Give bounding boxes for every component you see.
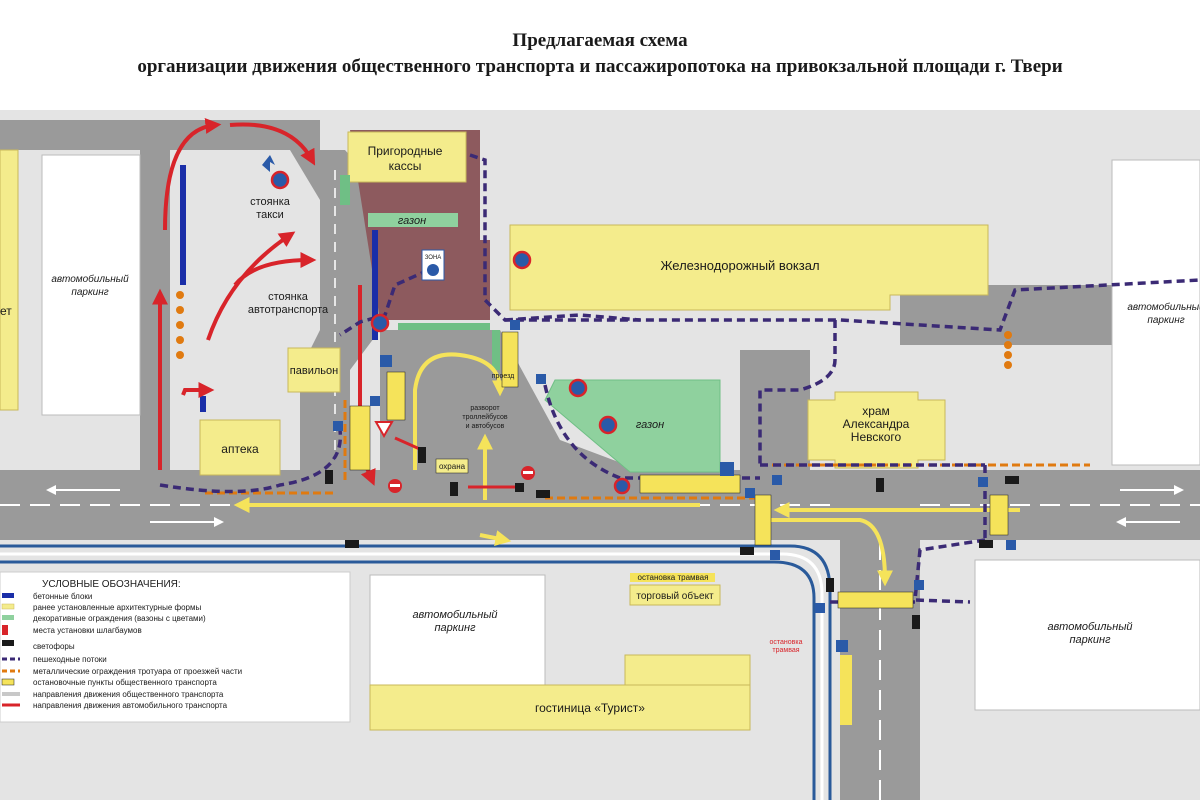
building-suburban-ticket <box>347 131 467 183</box>
building-left-edge <box>0 149 19 411</box>
label-church-2: Александра <box>843 417 910 431</box>
label-church-1: храм <box>862 404 890 418</box>
legend-swatch-traffic-light <box>2 640 14 646</box>
bus-turnaround-area <box>380 330 640 470</box>
decorative-fence <box>398 323 490 330</box>
label-turnaround-1: разворот <box>470 405 500 412</box>
decorative-fence <box>492 330 500 370</box>
legend-item-4: места установки шлагбаумов <box>33 626 142 635</box>
legend-item-5: светофоры <box>33 642 75 651</box>
legend-item-8: остановочные пункты общественного трансп… <box>33 678 217 687</box>
decorative-fence <box>340 175 350 205</box>
top-road <box>0 120 320 150</box>
legend-swatch-decorative <box>2 615 14 620</box>
label-tram-stop-2a: остановка <box>769 639 802 646</box>
parking-left <box>41 154 141 416</box>
bus-stop-sign-icon <box>380 355 392 367</box>
tram-stop-platform <box>840 655 852 725</box>
zone-label: ЗОНА <box>425 255 442 261</box>
concrete-blocks <box>180 165 378 412</box>
label-taxi-stand-2: такси <box>256 209 284 221</box>
parking-right-bottom <box>974 559 1200 711</box>
bus-stop-sign-icon <box>836 640 848 652</box>
label-parking-bottom-2: паркинг <box>434 622 476 634</box>
label-parking-bottom-1: автомобильный <box>412 609 497 621</box>
building-pavilion <box>287 347 341 393</box>
pedestrian-crossing-icons <box>333 320 1016 613</box>
building-hotel <box>369 684 751 731</box>
label-suburban-ticket-2: кассы <box>389 159 422 173</box>
label-guard: охрана <box>439 462 466 471</box>
legend-swatch-arch <box>1 603 15 610</box>
label-car-stand-2: автотранспорта <box>248 304 329 316</box>
legend-title: УСЛОВНЫЕ ОБОЗНАЧЕНИЯ: <box>42 579 181 590</box>
map-title-block: Предлагаемая схема организации движения … <box>0 28 1200 80</box>
label-railway-station: Железнодорожный вокзал <box>660 258 819 273</box>
label-lawn-center: газон <box>636 419 664 431</box>
bus-stop-sign-icon <box>720 462 734 476</box>
building-retail <box>629 584 721 606</box>
traffic-scheme-map: ЗОНА Пригородные к <box>0 110 1200 800</box>
give-way-sign-icon <box>374 421 394 439</box>
label-pavilion: павильон <box>290 365 338 377</box>
legend-item-10: направления движения автомобильного тран… <box>33 701 228 710</box>
label-car-stand-1: стоянка <box>268 291 309 303</box>
label-parking-left-2: паркинг <box>71 287 108 298</box>
label-parking-left-1: автомобильный <box>51 273 129 285</box>
guard-booth <box>435 458 469 474</box>
legend-item-3: декоративные ограждения (вазоны с цветам… <box>33 614 206 623</box>
lawn-area <box>544 379 721 473</box>
label-parking-right-top-2: паркинг <box>1147 315 1184 326</box>
legend-panel <box>0 571 351 723</box>
legend-item-2: ранее установленные архитектурные формы <box>33 603 202 612</box>
label-taxi-stand-1: стоянка <box>250 196 291 208</box>
no-entry-signs <box>388 466 535 493</box>
no-stopping-signs <box>270 170 631 495</box>
crosswalks <box>349 331 1009 609</box>
building-church <box>807 391 946 469</box>
pedestrian-flows <box>159 153 1200 604</box>
legend-swatch-barrier <box>2 625 8 635</box>
map-title: Предлагаемая схема <box>512 30 688 51</box>
label-pharmacy: аптека <box>221 442 259 456</box>
label-retail: торговый объект <box>636 590 714 602</box>
lane-arrows <box>46 485 1184 527</box>
map-subtitle: организации движения общественного транс… <box>137 56 1063 77</box>
legend-item-6: пешеходные потоки <box>33 655 107 664</box>
barrier-icons <box>394 436 524 492</box>
legend-item-7: металлические ограждения тротуара от про… <box>33 667 242 676</box>
label-parking-right-bottom-2: паркинг <box>1069 634 1111 646</box>
public-transport-arrows <box>233 352 1020 587</box>
buildings <box>0 131 989 731</box>
building-railway-station <box>509 224 989 311</box>
lawn-strip <box>368 213 458 227</box>
label-passage: проезд <box>492 373 514 380</box>
label-edge: ет <box>0 304 12 318</box>
side-road <box>740 350 810 480</box>
label-hotel: гостиница «Турист» <box>535 701 645 715</box>
traffic-light-icons <box>325 470 1019 629</box>
parking-right-top <box>1111 159 1200 466</box>
label-turnaround-2: троллейбусов <box>462 413 508 421</box>
label-turnaround-3: и автобусов <box>466 422 505 430</box>
planter-dots <box>176 291 1012 369</box>
pedestrian-icon <box>427 264 439 276</box>
legend-swatch-stop <box>1 678 15 686</box>
building-pharmacy <box>199 419 281 476</box>
legend-item-1: бетонные блоки <box>33 592 92 601</box>
label-church-3: Невского <box>851 430 902 444</box>
map-labels: Пригородные кассы газон Железнодорожный … <box>0 144 1200 715</box>
tram-stop-platform <box>630 573 715 582</box>
parking-arrow-icon <box>262 155 275 172</box>
label-tram-stop-1: остановка трамвая <box>638 573 709 582</box>
label-parking-right-top-1: автомобильный <box>1127 301 1200 313</box>
legend-swatch-concrete <box>2 593 14 598</box>
label-suburban-ticket-1: Пригородные <box>368 144 443 158</box>
legend-item-9: направления движения общественного транс… <box>33 690 224 699</box>
parking-bottom-center <box>369 574 546 686</box>
label-parking-right-bottom-1: автомобильный <box>1047 621 1132 633</box>
label-lawn-top: газон <box>398 215 426 227</box>
label-tram-stop-2b: трамвая <box>772 647 799 654</box>
legend: УСЛОВНЫЕ ОБОЗНАЧЕНИЯ: бетонные блоки ран… <box>0 571 351 723</box>
